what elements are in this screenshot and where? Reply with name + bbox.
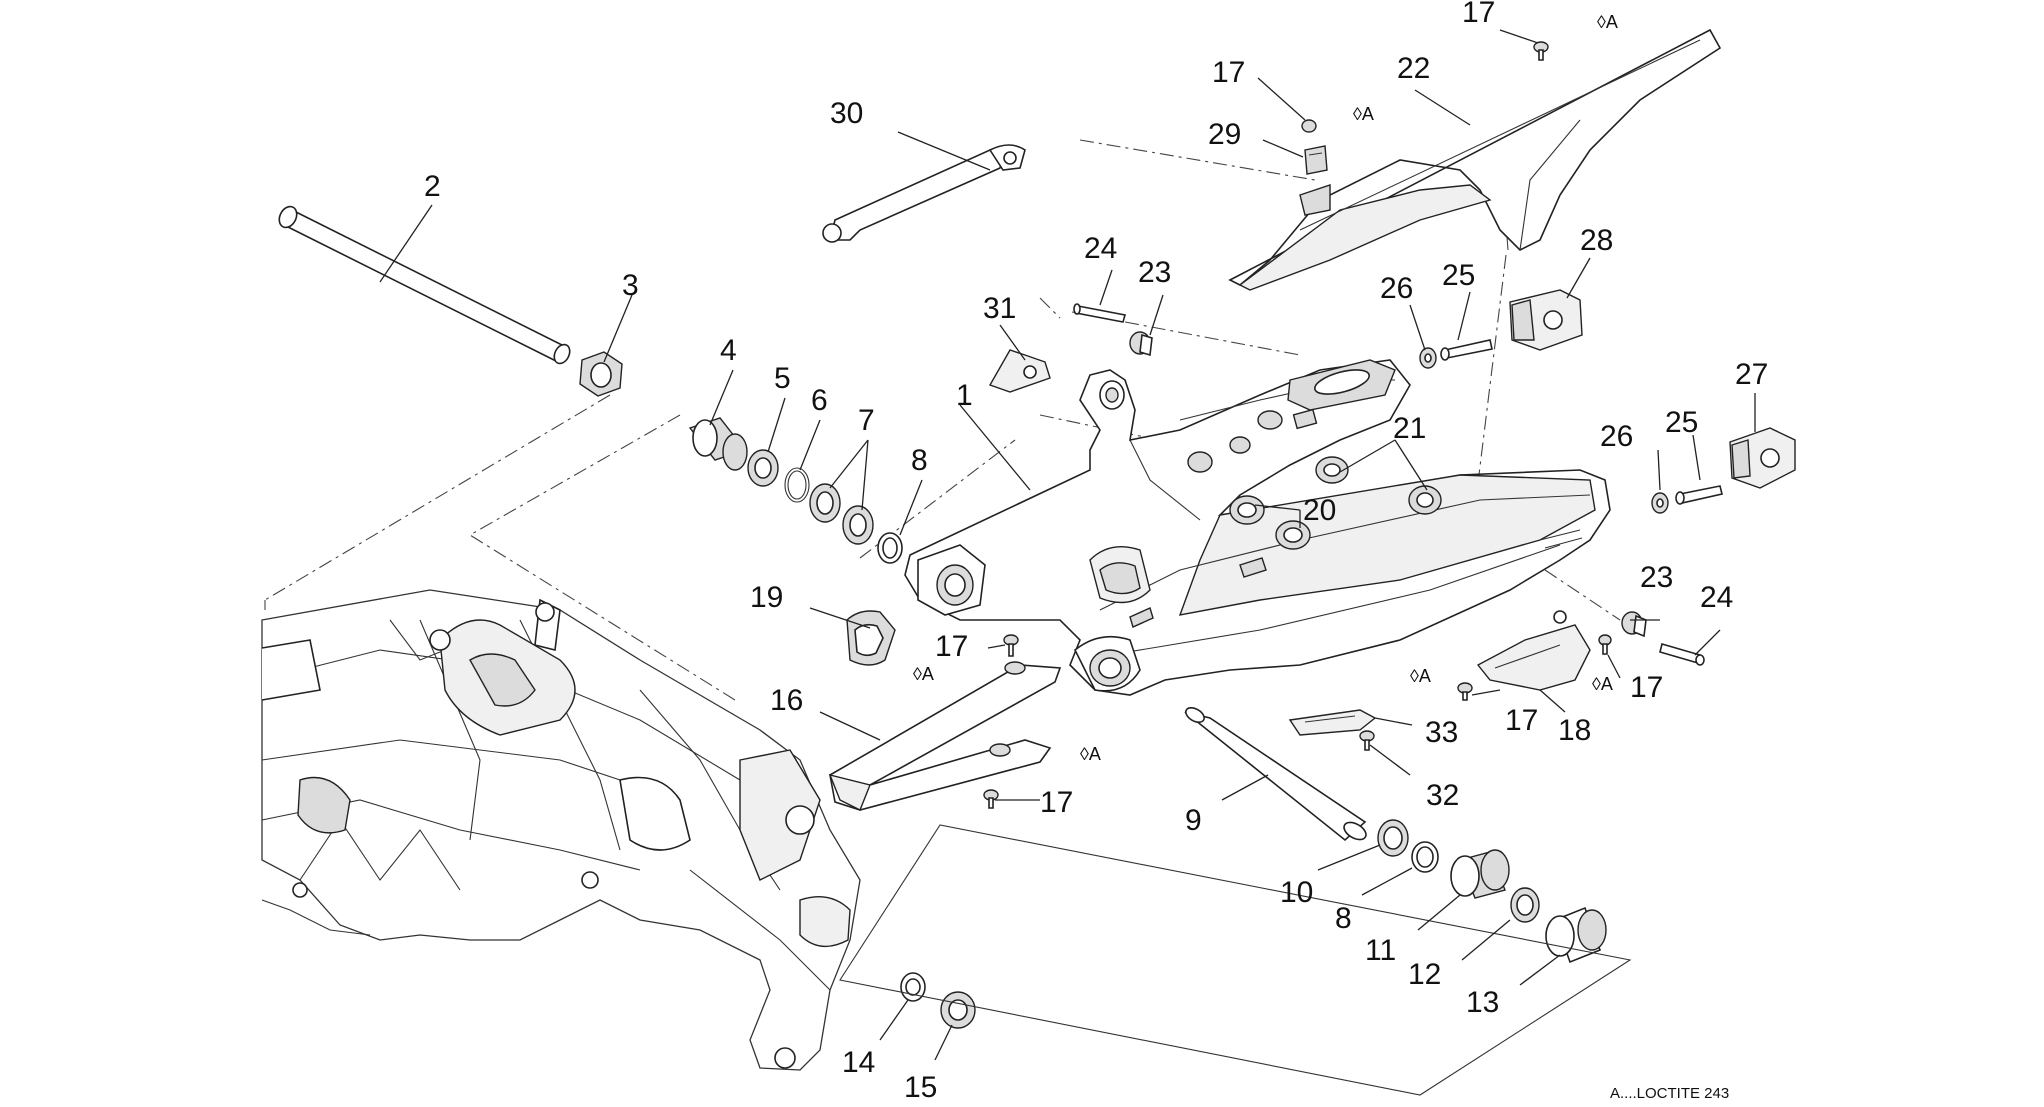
callout-31: 31 <box>983 292 1016 325</box>
callout-19: 19 <box>750 581 783 614</box>
callout-8-lower: 8 <box>1335 902 1352 935</box>
callout-22: 22 <box>1397 52 1430 85</box>
drop-icon: ◊ <box>1353 104 1362 124</box>
part-23-24-top <box>1073 303 1153 357</box>
part-32-screw <box>1359 730 1375 751</box>
drop-icon: ◊ <box>913 664 922 684</box>
part-1-swingarm <box>904 359 1611 696</box>
part-12-washer <box>1510 887 1540 923</box>
part-7-bearings <box>809 483 874 545</box>
callout-30: 30 <box>830 97 863 130</box>
legend-loctite: A....LOCTITE 243 <box>1610 1085 1729 1102</box>
callout-27: 27 <box>1735 358 1768 391</box>
callout-20: 20 <box>1303 494 1336 527</box>
callout-17-b: 17 <box>1212 56 1245 89</box>
callout-23-top: 23 <box>1138 256 1171 289</box>
part-22-chain-cover <box>1228 28 1722 291</box>
part-28-adjuster <box>1509 289 1583 351</box>
callout-14: 14 <box>842 1046 875 1079</box>
part-19-plug <box>846 610 896 666</box>
callout-18: 18 <box>1558 714 1591 747</box>
part-18-guard <box>1476 610 1591 691</box>
part-14-washer <box>900 972 926 1002</box>
callout-29: 29 <box>1208 118 1241 151</box>
callout-9: 9 <box>1185 804 1202 837</box>
part-9-shaft <box>1184 706 1367 842</box>
part-8-washer-upper <box>877 532 903 564</box>
part-6-circlip <box>784 467 810 503</box>
assembly-outline <box>839 824 1632 1096</box>
callout-10: 10 <box>1280 876 1313 909</box>
leader-lines <box>379 29 1756 1061</box>
callout-17-c: 17 <box>935 630 968 663</box>
motorcycle-frame <box>261 589 861 1071</box>
callout-24-top: 24 <box>1084 232 1117 265</box>
callout-33: 33 <box>1425 716 1458 749</box>
callout-26-bottom: 26 <box>1600 420 1633 453</box>
part-8-washer-lower <box>1411 841 1439 873</box>
drop-icon: ◊ <box>1080 744 1089 764</box>
part-10-seal <box>1377 819 1409 857</box>
callout-32: 32 <box>1426 779 1459 812</box>
loctite-mark-4: ◊A <box>1080 744 1101 764</box>
callout-13: 13 <box>1466 986 1499 1019</box>
part-27-adjuster <box>1729 427 1796 489</box>
part-31-bracket <box>988 349 1051 393</box>
drop-icon: ◊ <box>1597 12 1606 32</box>
part-33-slider <box>1288 709 1377 736</box>
callout-17-f: 17 <box>1630 671 1663 704</box>
callout-17-e: 17 <box>1505 704 1538 737</box>
part-13-bushing <box>1545 906 1607 964</box>
callout-26-top: 26 <box>1380 272 1413 305</box>
screws-17 <box>983 41 1612 809</box>
part-30-bracket <box>822 144 1026 243</box>
part-2-pivot-shaft <box>278 205 571 365</box>
callout-24-bottom: 24 <box>1700 581 1733 614</box>
callout-3: 3 <box>622 269 639 302</box>
callout-1: 1 <box>956 379 973 412</box>
part-11-needle-bearing <box>1450 849 1510 899</box>
callout-6: 6 <box>811 384 828 417</box>
part-5-seal <box>747 449 779 487</box>
drop-icon: ◊ <box>1410 666 1419 686</box>
callout-25-bottom: 25 <box>1665 406 1698 439</box>
callout-16: 16 <box>770 684 803 717</box>
part-15-bushing <box>940 991 976 1029</box>
callout-23-bottom: 23 <box>1640 561 1673 594</box>
part-16-chain-slider <box>828 661 1062 811</box>
callout-21: 21 <box>1393 412 1426 445</box>
part-4-bushing <box>688 417 748 471</box>
loctite-mark-3: ◊A <box>913 664 934 684</box>
part-23-24-bottom <box>1621 611 1705 666</box>
part-20-21-bushings <box>1229 456 1442 550</box>
callout-2: 2 <box>424 170 441 203</box>
drop-icon: ◊ <box>1592 674 1601 694</box>
callout-17-a: 17 <box>1462 0 1495 29</box>
callout-5: 5 <box>774 362 791 395</box>
part-3-nut <box>579 351 623 397</box>
callout-7: 7 <box>858 404 875 437</box>
loctite-markers: ◊A ◊A ◊A ◊A ◊A ◊A <box>913 12 1618 764</box>
loctite-mark-2: ◊A <box>1353 104 1374 124</box>
callout-4: 4 <box>720 334 737 367</box>
callout-11: 11 <box>1365 934 1396 967</box>
callout-15: 15 <box>904 1071 937 1104</box>
callout-25-top: 25 <box>1442 259 1475 292</box>
part-25-26-bolts <box>1419 339 1723 514</box>
part-29-clip <box>1304 145 1328 175</box>
loctite-mark-1: ◊A <box>1597 12 1618 32</box>
callout-8-upper: 8 <box>911 444 928 477</box>
loctite-mark-5: ◊A <box>1410 666 1431 686</box>
callout-labels: 1 2 3 4 5 6 7 8 9 10 8 11 12 13 14 15 16… <box>424 0 1768 1104</box>
callout-12: 12 <box>1408 958 1441 991</box>
callout-28: 28 <box>1580 224 1613 257</box>
loctite-mark-6: ◊A <box>1592 674 1613 694</box>
callout-17-d: 17 <box>1040 786 1073 819</box>
